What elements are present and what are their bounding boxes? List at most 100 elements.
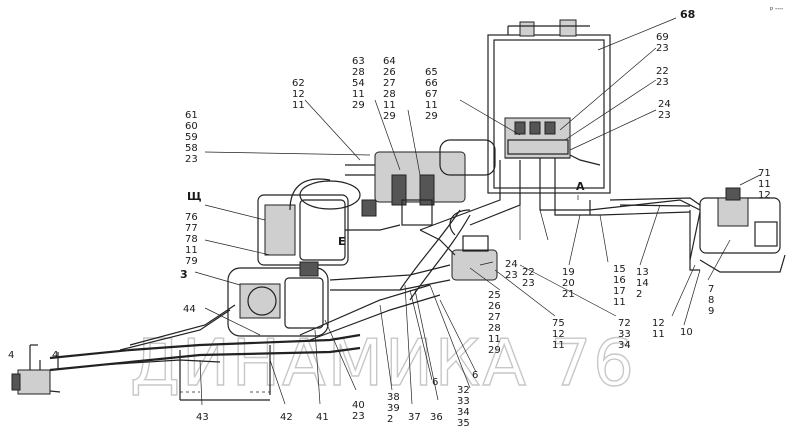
callout-23: 23 [658,110,671,121]
callout-23: 23 [656,43,669,54]
callout-41: 41 [316,412,329,423]
callout-16: 16 [613,275,626,286]
callout-labels: 68 69 23 22 23 24 23 65 66 67 11 29 64 2… [8,8,771,429]
callout-29: 29 [352,100,365,111]
callout-24: 24 [658,99,671,110]
pump-assembly [257,180,377,266]
callout-33: 33 [618,329,631,340]
callout-34: 34 [457,407,470,418]
callout-79: 79 [185,256,198,267]
callout-38: 38 [387,392,400,403]
corner-mark: ᵖ᠁ [770,5,783,14]
cross-member [179,345,271,401]
callout-33: 33 [457,396,470,407]
callout-13: 13 [636,267,649,278]
callout-12: 12 [292,89,305,100]
callout-20: 20 [562,278,575,289]
callout-72: 72 [618,318,631,329]
callout-26: 26 [383,67,396,78]
steering-assembly [699,187,786,273]
callout-59: 59 [185,132,198,143]
callout-36: 36 [430,412,443,423]
callout-2: 2 [387,414,393,425]
callout-11: 11 [652,329,665,340]
callout-14: 14 [636,278,649,289]
callout-11: 11 [488,334,501,345]
callout-E: E [338,235,346,248]
callout-27: 27 [488,312,501,323]
callout-28: 28 [383,89,396,100]
callout-23: 23 [352,411,365,422]
callout-42: 42 [280,412,293,423]
callout-22: 22 [522,267,535,278]
callout-6: 6 [472,370,478,381]
callout-21: 21 [562,289,575,300]
callout-11: 11 [383,100,396,111]
callout-shch: Щ [187,190,202,203]
callout-44: 44 [183,304,196,315]
callout-23: 23 [656,77,669,88]
callout-76: 76 [185,212,198,223]
callout-67: 67 [425,89,438,100]
callout-11: 11 [613,297,626,308]
callout-78: 78 [185,234,198,245]
callout-12: 12 [652,318,665,329]
callout-12: 12 [758,190,771,201]
callout-35: 35 [457,418,470,429]
callout-29: 29 [383,111,396,122]
distributor-cluster [345,139,496,226]
callout-62: 62 [292,78,305,89]
frame-rail [11,333,361,395]
callout-17: 17 [613,286,626,297]
hydraulic-cylinder [449,209,498,281]
callout-11: 11 [552,340,565,351]
callout-66: 66 [425,78,438,89]
callout-77: 77 [185,223,198,234]
callout-3: 3 [180,268,188,281]
callout-11: 11 [425,100,438,111]
valve-block [504,117,571,159]
callout-28: 28 [488,323,501,334]
callout-34: 34 [618,340,631,351]
callout-2: 2 [636,289,642,300]
callout-58: 58 [185,143,198,154]
callout-9: 9 [708,306,714,317]
callout-27: 27 [383,78,396,89]
callout-11: 11 [292,100,305,111]
callout-28: 28 [352,67,365,78]
callout-32: 32 [457,385,470,396]
callout-60: 60 [185,121,198,132]
callout-4: 4 [52,350,58,361]
callout-61: 61 [185,110,198,121]
callout-65: 65 [425,67,438,78]
callout-4: 4 [8,350,14,361]
hydraulic-lines [119,154,701,351]
callout-22: 22 [656,66,669,77]
callout-23: 23 [185,154,198,165]
reservoir-tank [487,19,611,194]
callout-12: 12 [552,329,565,340]
callout-63: 63 [352,56,365,67]
callout-71: 71 [758,168,771,179]
callout-23: 23 [505,270,518,281]
callout-15: 15 [613,264,626,275]
callout-54: 54 [352,78,365,89]
callout-69: 69 [656,32,669,43]
callout-11: 11 [758,179,771,190]
callout-26: 26 [488,301,501,312]
callout-6: 6 [432,377,438,388]
callout-39: 39 [387,403,400,414]
callout-7: 7 [708,284,714,295]
callout-8: 8 [708,295,714,306]
callout-10: 10 [680,327,693,338]
callout-64: 64 [383,56,396,67]
callout-23: 23 [522,278,535,289]
callout-24: 24 [505,259,518,270]
leader-lines [194,17,761,406]
callout-43: 43 [196,412,209,423]
callout-19: 19 [562,267,575,278]
callout-68: 68 [680,8,695,21]
callout-29: 29 [425,111,438,122]
callout-11: 11 [352,89,365,100]
